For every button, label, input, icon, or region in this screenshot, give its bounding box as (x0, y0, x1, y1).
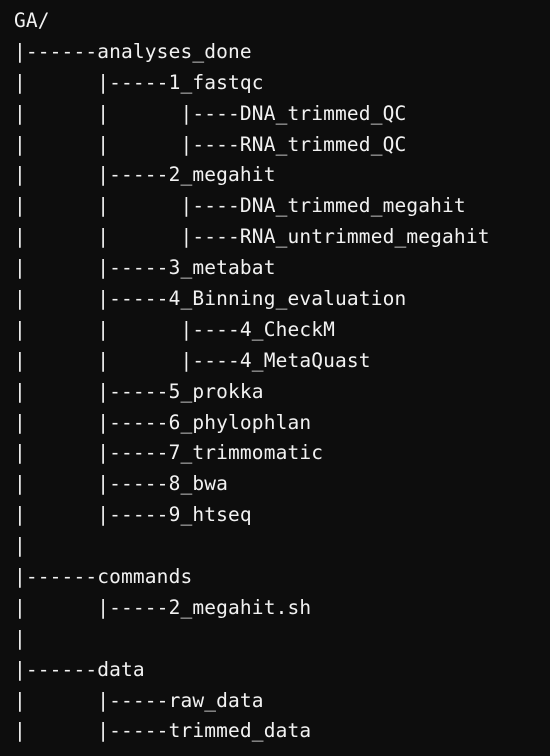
tree-line-spacer: | (14, 534, 26, 558)
directory-tree: GA/ |------analyses_done | |-----1_fastq… (14, 6, 490, 747)
tree-line-3-metabat: | |-----3_metabat (14, 256, 276, 280)
tree-line-2-megahit-sh: | |-----2_megahit.sh (14, 595, 312, 619)
tree-line-7-trimmomatic: | |-----7_trimmomatic (14, 441, 324, 465)
tree-line-8-bwa: | |-----8_bwa (14, 472, 229, 496)
tree-line-9-htseq: | |-----9_htseq (14, 503, 252, 527)
tree-line-dna-trimmed-megahit: | | |----DNA_trimmed_megahit (14, 194, 466, 218)
tree-line-rna-untrimmed-megahit: | | |----RNA_untrimmed_megahit (14, 225, 490, 249)
tree-line-2-megahit: | |-----2_megahit (14, 163, 276, 187)
tree-line-4-checkm: | | |----4_CheckM (14, 317, 336, 341)
tree-line-commands: |------commands (14, 565, 193, 589)
tree-line-trimmed-data: | |-----trimmed_data (14, 719, 312, 743)
tree-line-rna-trimmed-qc: | | |----RNA_trimmed_QC (14, 132, 407, 156)
tree-line-raw-data: | |-----raw_data (14, 688, 264, 712)
tree-line-data: |------data (14, 657, 145, 681)
tree-line-6-phylophlan: | |-----6_phylophlan (14, 410, 312, 434)
tree-root: GA/ (14, 9, 50, 32)
tree-line-4-binning-evaluation: | |-----4_Binning_evaluation (14, 287, 407, 311)
tree-line-spacer: | (14, 626, 26, 650)
tree-line-analyses-done: |------analyses_done (14, 39, 252, 63)
tree-line-dna-trimmed-qc: | | |----DNA_trimmed_QC (14, 101, 407, 125)
tree-line-5-prokka: | |-----5_prokka (14, 379, 264, 403)
tree-line-4-metaquast: | | |----4_MetaQuast (14, 348, 371, 372)
tree-line-1-fastqc: | |-----1_fastqc (14, 70, 264, 94)
